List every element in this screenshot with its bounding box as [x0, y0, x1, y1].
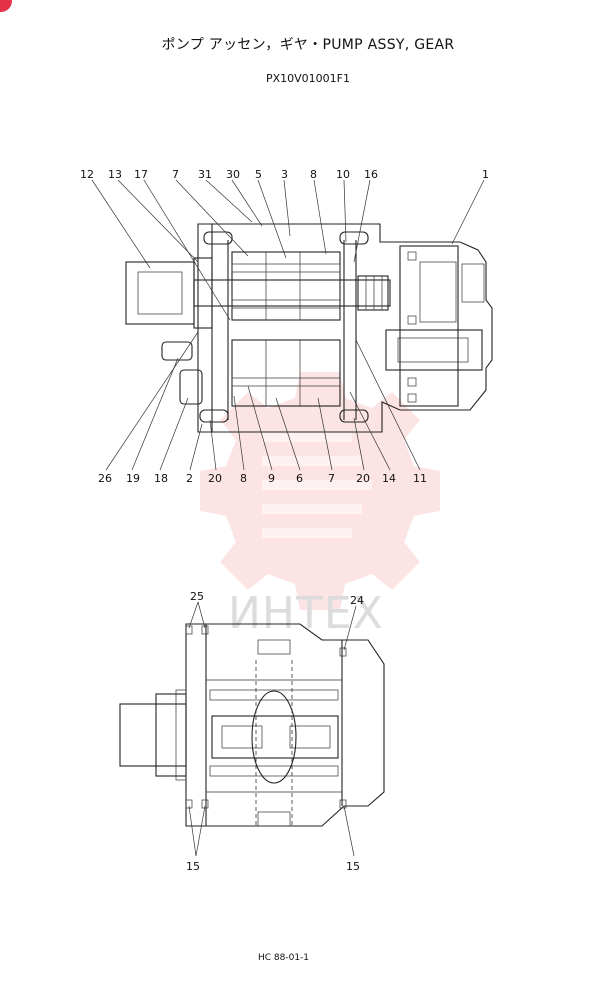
callout-20a: 20 — [208, 472, 222, 485]
page-footer: HC 88-01-1 — [258, 953, 310, 963]
page-title: ポンプ アッセン，ギヤ・PUMP ASSY, GEAR — [161, 37, 455, 53]
callout-13: 13 — [108, 168, 122, 181]
callout-15b: 15 — [346, 860, 360, 873]
callout-19: 19 — [126, 472, 140, 485]
callouts-bottom: 26 19 18 2 20 8 9 6 7 20 14 11 — [98, 472, 427, 485]
bolt-top-left — [203, 231, 233, 245]
bolt-top-right — [339, 231, 369, 245]
callout-3: 3 — [281, 168, 288, 181]
callout-2: 2 — [186, 472, 193, 485]
rear-pump-body — [399, 245, 459, 407]
callout-8: 8 — [310, 168, 317, 181]
callout-31: 31 — [198, 168, 212, 181]
callouts-top: 12 13 17 7 31 30 5 3 8 10 16 1 — [80, 168, 489, 181]
watermark-text: ИНТЕХ — [228, 588, 384, 639]
callout-17: 17 — [134, 168, 148, 181]
o-ring-25a — [185, 625, 193, 635]
callout-20b: 20 — [356, 472, 370, 485]
o-ring-25b — [201, 625, 209, 635]
callout-26: 26 — [98, 472, 112, 485]
callout-24: 24 — [350, 594, 364, 607]
callout-16: 16 — [364, 168, 378, 181]
o-ring-15b — [201, 799, 209, 809]
driven-gear — [231, 339, 341, 407]
callout-25: 25 — [190, 590, 204, 603]
part-code: PX10V01001F1 — [265, 72, 350, 85]
callout-14: 14 — [382, 472, 396, 485]
callout-18: 18 — [154, 472, 168, 485]
callout-7b: 7 — [328, 472, 335, 485]
callouts-side-view: 25 24 15 15 — [186, 590, 364, 873]
side-gear-ellipse — [251, 690, 297, 784]
callout-30: 30 — [226, 168, 240, 181]
bolt-bottom-right — [339, 409, 369, 423]
callout-6: 6 — [296, 472, 303, 485]
callout-15a: 15 — [186, 860, 200, 873]
callout-5: 5 — [255, 168, 262, 181]
housing-outline — [197, 223, 493, 433]
callout-11: 11 — [413, 472, 427, 485]
drive-shaft — [193, 279, 391, 307]
o-ring-24 — [339, 647, 347, 657]
callout-9: 9 — [268, 472, 275, 485]
bolt-bottom-left — [199, 409, 229, 423]
callout-12: 12 — [80, 168, 94, 181]
callout-1: 1 — [482, 168, 489, 181]
callout-8b: 8 — [240, 472, 247, 485]
fitting-18 — [179, 369, 203, 405]
callout-10: 10 — [336, 168, 350, 181]
callout-7: 7 — [172, 168, 179, 181]
o-ring-15c — [339, 799, 347, 809]
drive-gear — [231, 251, 341, 321]
